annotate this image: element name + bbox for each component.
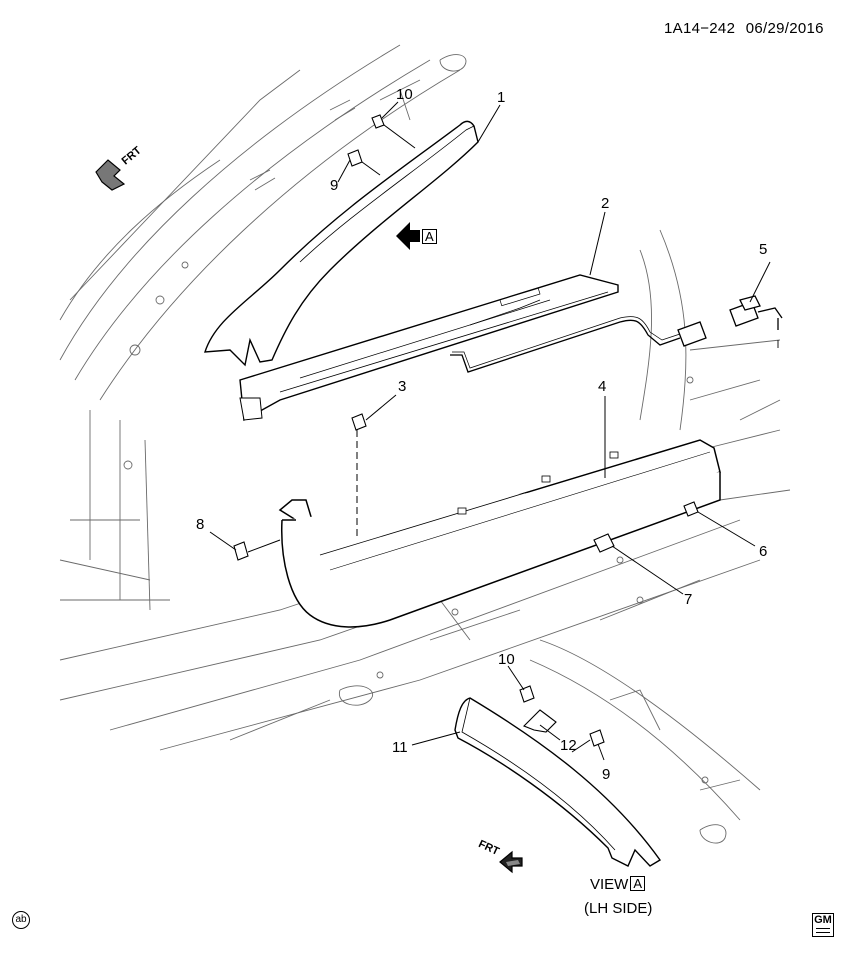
diagram-id: 1A14−242 <box>664 20 736 37</box>
gm-logo-bar <box>816 928 830 933</box>
leader-lines <box>209 101 771 761</box>
callout-12: 12 <box>560 737 577 754</box>
callout-9-inset: 9 <box>602 766 611 783</box>
callout-8: 8 <box>196 516 205 533</box>
clip-9-inset <box>589 729 605 747</box>
view-caption-prefix: VIEW <box>590 876 629 893</box>
part-11-windshield-pillar-garnish-inset <box>454 697 662 867</box>
clip-8 <box>233 541 249 561</box>
gm-logo-text: GM <box>814 914 832 926</box>
front-direction-arrow-bottom <box>499 850 523 874</box>
diagram-date: 06/29/2016 <box>745 20 824 37</box>
callout-2: 2 <box>601 195 610 212</box>
callout-3: 3 <box>398 378 407 395</box>
callout-4: 4 <box>598 378 607 395</box>
clip-10-inset <box>519 685 535 703</box>
clip-12-bracket <box>523 709 557 733</box>
callout-6: 6 <box>759 543 768 560</box>
gm-logo: GM <box>812 913 834 937</box>
clip-10-top <box>371 114 385 129</box>
sill-plate-wiring-harness <box>450 316 681 373</box>
callout-9: 9 <box>330 177 339 194</box>
diagram-reference: 1A14−242 06/29/2016 <box>664 20 824 37</box>
callout-5: 5 <box>759 241 768 258</box>
part-5-harness-connector <box>677 295 783 348</box>
clips <box>233 114 699 747</box>
clip-3 <box>351 413 367 431</box>
part-4-rocker-panel-molding <box>278 439 721 628</box>
part-1-windshield-pillar-garnish <box>204 120 479 367</box>
view-caption-letter: A <box>630 876 646 891</box>
clip-9-top <box>347 149 363 167</box>
ab-badge: ab <box>12 911 30 929</box>
callout-10: 10 <box>396 86 413 103</box>
callout-10-inset: 10 <box>498 651 515 668</box>
view-a-marker: A <box>422 229 437 244</box>
view-a-arrow <box>396 222 420 250</box>
front-direction-arrow-top <box>95 159 126 191</box>
callout-1: 1 <box>497 89 506 106</box>
view-caption-side: (LH SIDE) <box>584 900 653 917</box>
clip-7 <box>593 533 615 553</box>
callout-7: 7 <box>684 591 693 608</box>
callout-11: 11 <box>392 739 408 756</box>
part-2-door-sill-plate <box>239 274 619 422</box>
